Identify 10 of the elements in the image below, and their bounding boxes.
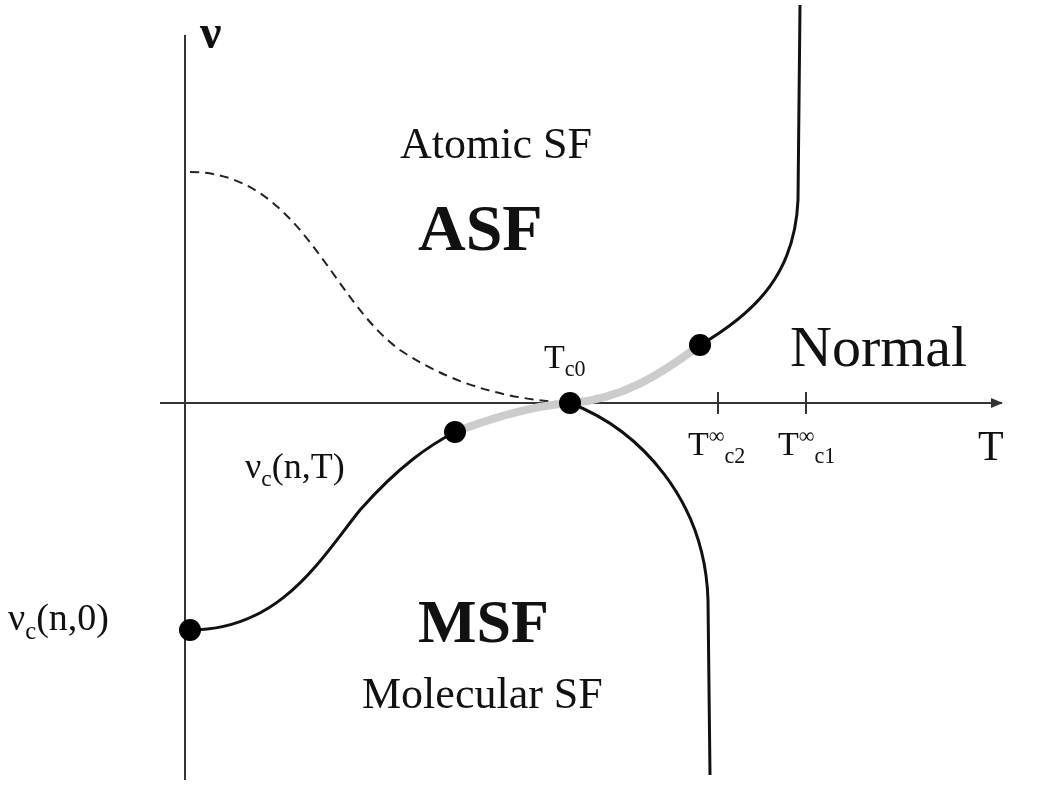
axis-label: T <box>978 425 1004 467</box>
region-caption: Atomic SF <box>400 122 592 166</box>
curve-label: ν$_{c}$(n,T) <box>245 448 345 491</box>
region-label: Normal <box>790 318 968 376</box>
axis-label: ν <box>200 8 222 56</box>
region-label: MSF <box>418 590 549 652</box>
point-label: T$_{c0}$ <box>544 340 586 380</box>
point-label: ν$_{c}$(n,0) <box>8 598 109 644</box>
region-label: ASF <box>418 195 543 261</box>
region-caption: Molecular SF <box>362 672 603 716</box>
